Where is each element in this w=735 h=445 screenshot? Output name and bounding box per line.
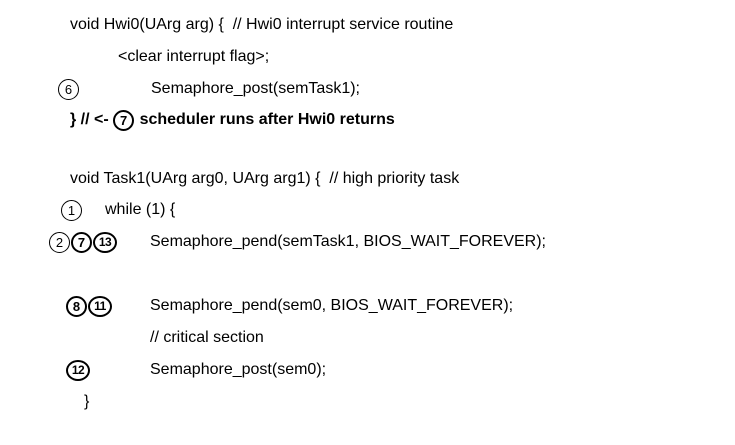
code-line-while-loop: 1 while (1) { [61, 199, 175, 221]
code-text: Semaphore_pend(semTask1, BIOS_WAIT_FOREV… [150, 233, 546, 250]
code-text: } [84, 393, 90, 410]
code-text: scheduler runs after Hwi0 returns [135, 111, 395, 128]
step-7-badge: 7 [113, 109, 135, 131]
code-line-hwi0-close-scheduler-comment: } // <- 7 scheduler runs after Hwi0 retu… [70, 109, 395, 131]
step-13-badge: 13 [93, 231, 117, 253]
code-line-hwi0-signature: void Hwi0(UArg arg) { // Hwi0 interrupt … [70, 14, 453, 36]
code-line-semaphore-post-semtask1: 6 Semaphore_post(semTask1); [58, 78, 360, 100]
code-line-semaphore-pend-sem0: 8 11 Semaphore_pend(sem0, BIOS_WAIT_FORE… [66, 295, 513, 317]
step-12-badge: 12 [66, 359, 90, 381]
code-text: Semaphore_pend(sem0, BIOS_WAIT_FOREVER); [150, 297, 514, 314]
code-text: } // <- [70, 111, 114, 128]
code-text: void Hwi0(UArg arg) { // Hwi0 interrupt … [70, 16, 454, 33]
code-text: Semaphore_post(sem0); [150, 361, 327, 378]
code-line-semaphore-post-sem0: 12 Semaphore_post(sem0); [66, 359, 326, 381]
code-line-critical-section-comment: // critical section [150, 327, 264, 349]
code-text: <clear interrupt flag>; [118, 48, 270, 65]
step-6-badge: 6 [58, 78, 79, 100]
code-text: Semaphore_post(semTask1); [151, 80, 360, 97]
code-line-semaphore-pend-semtask1: 2 7 13 Semaphore_pend(semTask1, BIOS_WAI… [49, 231, 546, 253]
code-line-task1-signature: void Task1(UArg arg0, UArg arg1) { // hi… [70, 168, 459, 190]
step-8-badge: 8 [66, 295, 87, 317]
step-11-badge: 11 [88, 295, 112, 317]
code-text: void Task1(UArg arg0, UArg arg1) { // hi… [70, 170, 460, 187]
code-text: // critical section [150, 329, 264, 346]
step-7-badge: 7 [71, 231, 92, 253]
code-line-clear-interrupt-flag: <clear interrupt flag>; [118, 46, 269, 68]
step-1-badge: 1 [61, 199, 82, 221]
code-text: while (1) { [105, 201, 176, 218]
step-2-badge: 2 [49, 231, 70, 253]
code-line-while-close-brace: } [84, 391, 89, 413]
